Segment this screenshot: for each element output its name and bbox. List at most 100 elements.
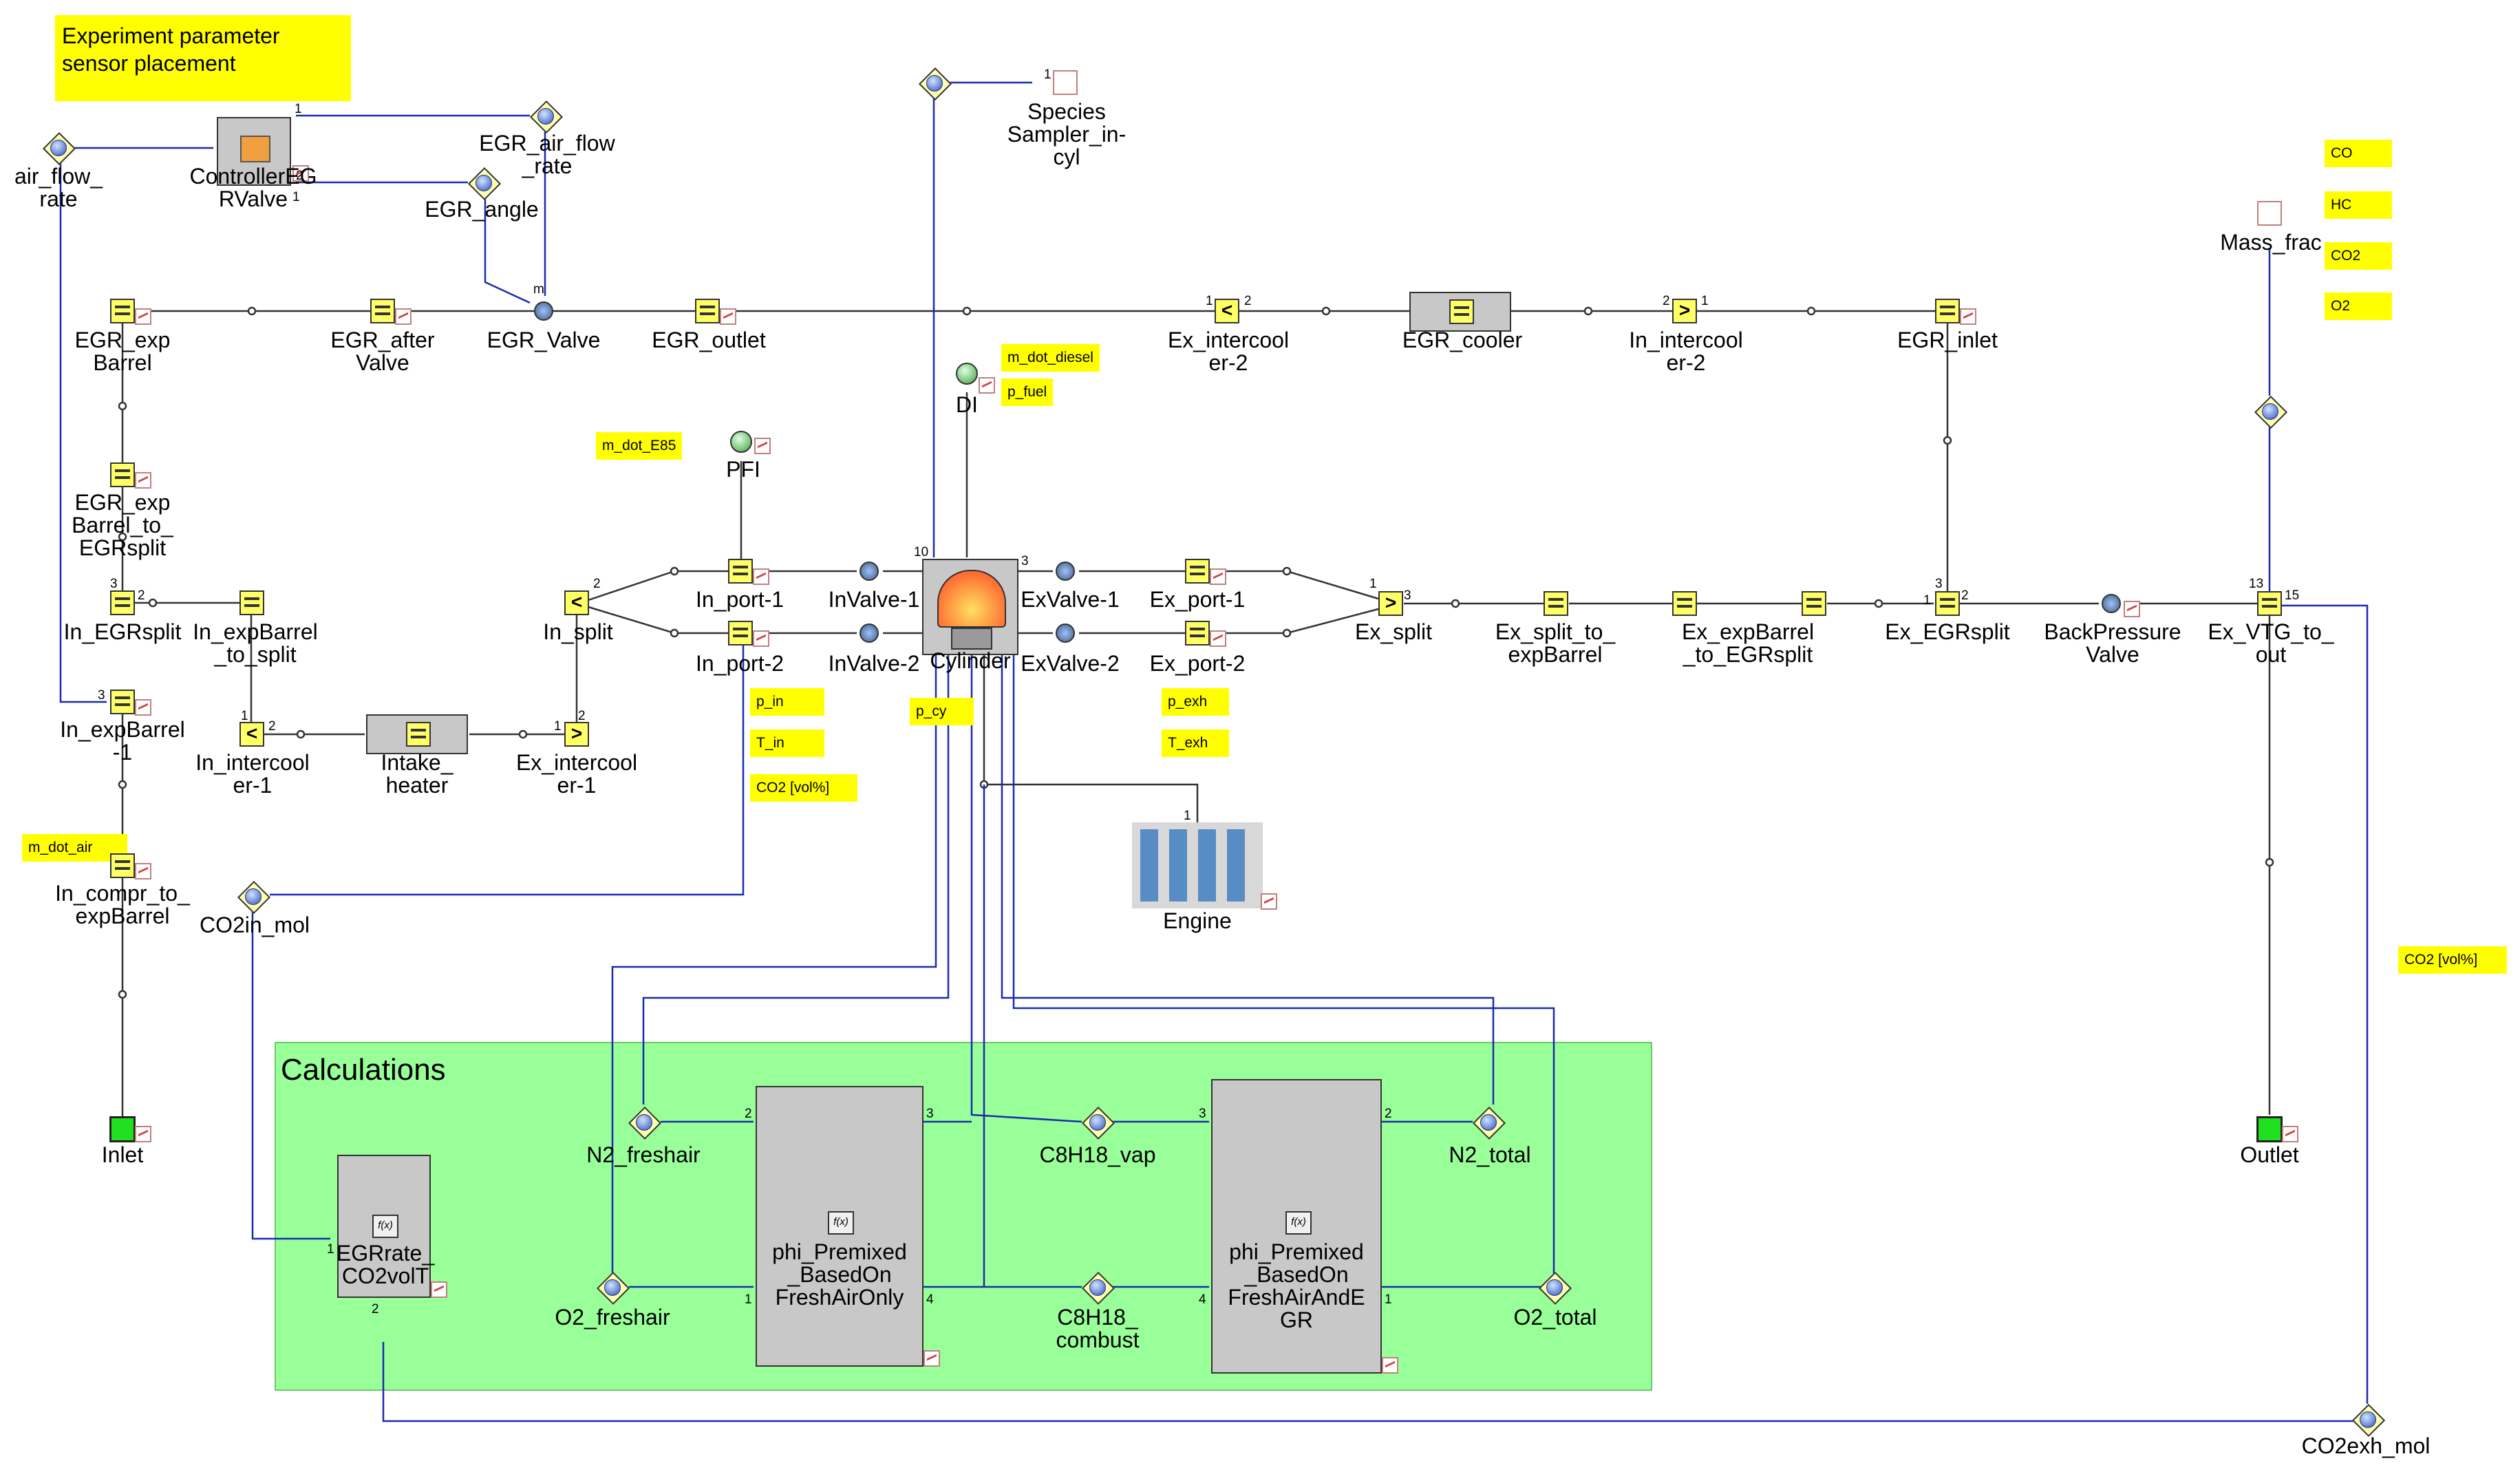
inlet-boundary[interactable] bbox=[109, 1116, 136, 1142]
label-pfi: PFI bbox=[726, 457, 760, 482]
cylinder-block[interactable] bbox=[922, 559, 1018, 655]
port-number: m bbox=[533, 282, 544, 297]
label-ex-vtg-to-out: Ex_VTG_to_ out bbox=[2208, 619, 2334, 667]
plot-icon bbox=[135, 863, 151, 879]
egr-outlet-pipe[interactable] bbox=[695, 299, 720, 323]
port-number: 2 bbox=[1663, 294, 1670, 308]
label-in-expbarrel-to-split: In_expBarrel _to_split bbox=[193, 619, 318, 667]
ex-split-to-expbarrel-pipe[interactable] bbox=[1544, 591, 1568, 616]
outlet-boundary[interactable] bbox=[2256, 1116, 2283, 1142]
ex-intercooler-2[interactable]: < bbox=[1215, 299, 1239, 323]
egr-exit-sensor-icon[interactable] bbox=[2254, 395, 2288, 429]
label-inlet: Inlet bbox=[101, 1142, 144, 1167]
mass-frac-icon[interactable] bbox=[2257, 201, 2282, 226]
in-egrsplit-pipe[interactable] bbox=[110, 590, 135, 615]
egr-after-valve-pipe[interactable] bbox=[370, 299, 395, 323]
species-sampler-icon[interactable] bbox=[1053, 70, 1078, 95]
label-in-compr-to-expbarrel: In_compr_to_ expBarrel bbox=[55, 881, 190, 928]
ex-egrsplit-pipe[interactable] bbox=[1935, 591, 1960, 616]
ex-expbarrel-pipe[interactable] bbox=[1672, 591, 1697, 616]
note-experiment: Experiment parameter sensor placement bbox=[55, 15, 351, 101]
engine-block[interactable] bbox=[1132, 822, 1263, 908]
label-ex-port-1: Ex_port-1 bbox=[1149, 587, 1246, 612]
egr-inlet-pipe[interactable] bbox=[1935, 299, 1960, 323]
ex-intercooler-1[interactable]: > bbox=[564, 722, 589, 747]
label-co2exh-mol: CO2exh_mol bbox=[2301, 1433, 2431, 1458]
calculations-title: Calculations bbox=[281, 1053, 446, 1087]
port-number: 1 bbox=[1701, 294, 1709, 308]
port-number: 3 bbox=[1935, 577, 1943, 591]
port-number: 2 bbox=[138, 588, 145, 603]
in-intercooler-2[interactable]: > bbox=[1672, 299, 1697, 323]
label-egr-angle: EGR_angle bbox=[425, 197, 539, 222]
in-intercooler-1[interactable]: < bbox=[239, 722, 264, 747]
in-split[interactable]: < bbox=[564, 590, 589, 615]
note-p-exh: p_exh bbox=[1162, 688, 1229, 716]
note-co2-out: CO2 [vol%] bbox=[2398, 946, 2507, 974]
invalve-2-icon[interactable] bbox=[857, 621, 882, 646]
c8h18-vap-sensor-icon[interactable] bbox=[1081, 1106, 1115, 1140]
o2-total-sensor-icon[interactable] bbox=[1538, 1271, 1572, 1305]
plot-icon bbox=[1210, 568, 1226, 585]
port-number: 1 bbox=[327, 1242, 334, 1257]
di-injector-icon[interactable] bbox=[954, 361, 979, 386]
ex-vtg-to-out-pipe[interactable] bbox=[2257, 591, 2282, 616]
label-co2in-mol: CO2in_mol bbox=[199, 913, 310, 937]
exvalve-2-icon[interactable] bbox=[1053, 621, 1078, 646]
port-number: 3 bbox=[110, 577, 118, 591]
port-number: 10 bbox=[914, 545, 929, 559]
controller-egr-valve[interactable] bbox=[217, 117, 291, 186]
label-controller: ControllerEG RValve bbox=[189, 164, 317, 211]
plot-icon bbox=[135, 699, 151, 716]
ex-expbarrel-to-egrsplit-pipe[interactable] bbox=[1802, 591, 1826, 616]
egr-exp-barrel-to-egrsplit-pipe[interactable] bbox=[110, 462, 135, 487]
backpressure-valve-icon[interactable] bbox=[2099, 591, 2124, 616]
in-port-2-pipe[interactable] bbox=[728, 621, 753, 646]
co2exh-mol-sensor-icon[interactable] bbox=[2351, 1403, 2386, 1438]
ex-split[interactable]: > bbox=[1378, 591, 1403, 616]
n2-total-sensor-icon[interactable] bbox=[1472, 1106, 1506, 1140]
egr-valve-icon[interactable] bbox=[531, 299, 556, 323]
label-in-port-2: In_port-2 bbox=[695, 651, 784, 676]
co2in-mol-sensor-icon[interactable] bbox=[237, 880, 271, 915]
egr-exp-barrel-pipe[interactable] bbox=[110, 299, 135, 323]
air-flow-rate-sensor-icon[interactable] bbox=[42, 131, 76, 166]
port-number: 3 bbox=[926, 1107, 934, 1121]
phi-premixed-egr-block[interactable]: f(x) bbox=[1211, 1079, 1382, 1374]
egr-air-flow-rate-sensor-icon[interactable] bbox=[529, 100, 564, 134]
label-in-port-1: In_port-1 bbox=[695, 587, 784, 612]
in-compr-to-expbarrel-pipe[interactable] bbox=[110, 853, 135, 878]
ex-port-1-pipe[interactable] bbox=[1185, 559, 1210, 584]
label-phi-fresh: phi_Premixed _BasedOn FreshAirOnly bbox=[772, 1239, 907, 1310]
pfi-injector-icon[interactable] bbox=[729, 429, 754, 454]
ex-port-2-pipe[interactable] bbox=[1185, 621, 1210, 646]
n2-freshair-sensor-icon[interactable] bbox=[628, 1106, 662, 1140]
calculations-panel bbox=[275, 1042, 1652, 1391]
in-expbarrel-1-pipe[interactable] bbox=[110, 690, 135, 714]
phi-premixed-fresh-block[interactable]: f(x) bbox=[756, 1086, 923, 1367]
egr-angle-sensor-icon[interactable] bbox=[467, 167, 502, 201]
o2-freshair-sensor-icon[interactable] bbox=[596, 1271, 630, 1305]
species-sampler-sensor-icon[interactable] bbox=[918, 67, 952, 101]
label-backpressure-valve: BackPressure Valve bbox=[2044, 619, 2181, 667]
label-ex-intercooler-2: Ex_intercool er-2 bbox=[1167, 328, 1290, 375]
port-number: 1 bbox=[295, 102, 302, 116]
plot-icon bbox=[2282, 1126, 2298, 1142]
in-port-1-pipe[interactable] bbox=[728, 559, 753, 584]
in-expbarrel-to-split-pipe[interactable] bbox=[239, 590, 264, 615]
intake-heater-block[interactable] bbox=[366, 714, 468, 754]
note-p-in: p_in bbox=[750, 688, 824, 716]
plot-icon bbox=[431, 1281, 447, 1298]
label-ex-port-2: Ex_port-2 bbox=[1149, 651, 1246, 676]
port-number: 1 bbox=[292, 190, 300, 204]
c8h18-combust-sensor-icon[interactable] bbox=[1081, 1271, 1115, 1305]
port-number: 2 bbox=[296, 169, 303, 183]
egr-cooler-block[interactable] bbox=[1409, 292, 1511, 332]
label-in-split: In_split bbox=[543, 619, 613, 644]
exvalve-1-icon[interactable] bbox=[1053, 559, 1078, 584]
label-in-expbarrel-1: In_expBarrel -1 bbox=[60, 717, 185, 765]
egrrate-co2vol-block[interactable]: f(x) bbox=[337, 1155, 431, 1298]
invalve-1-icon[interactable] bbox=[857, 559, 882, 584]
port-number: 13 bbox=[2249, 577, 2264, 591]
